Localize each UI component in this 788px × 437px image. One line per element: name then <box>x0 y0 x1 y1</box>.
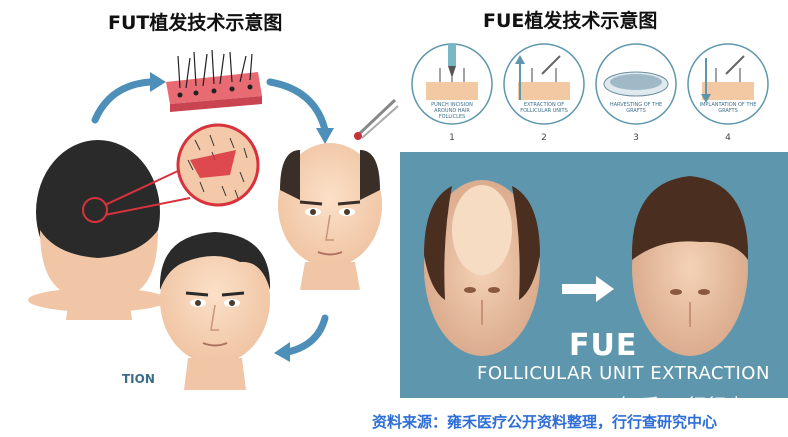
restored-head-front <box>159 232 271 390</box>
arrow-top-right <box>266 78 329 134</box>
fue-before-head <box>424 180 540 356</box>
fue-banner-subtitle: FOLLICULAR UNIT EXTRACTION <box>477 363 770 384</box>
scalp-strip <box>166 49 262 112</box>
fut-title: FUT植发技术示意图 <box>108 12 283 34</box>
step-4-caption: IMPLANTATION OF THE GRAFTS <box>699 102 757 114</box>
step-2-caption: EXTRACTION OF FOLLICULAR UNITS <box>520 102 568 114</box>
watermark: 知乎 @行行查 <box>620 394 747 418</box>
step-skin-blocks <box>426 82 754 100</box>
cycle-arrows <box>91 78 329 356</box>
step-3-caption: HARVESTING OF THE GRAFTS <box>609 102 663 114</box>
source-note: 资料来源：雍禾医疗公开资料整理，行行查研究中心 <box>372 413 718 431</box>
step-1-number: 1 <box>449 133 455 143</box>
graft-dish-icon <box>603 71 669 97</box>
tweezers-icon <box>354 98 399 140</box>
back-of-head <box>28 140 168 320</box>
punch-tool-icon <box>448 44 456 78</box>
fue-banner-title: FUE <box>569 328 638 363</box>
fue-after-head <box>631 176 749 356</box>
step-2-number: 2 <box>541 133 547 143</box>
arrowhead-2 <box>316 128 334 144</box>
step-3-number: 3 <box>633 133 639 143</box>
extraction-arrow-icon <box>515 55 561 100</box>
arrow-bottom-right <box>284 314 329 356</box>
fut-partial-label: TION <box>122 372 155 386</box>
arrow-top-left <box>91 78 154 124</box>
implant-arrow-icon <box>701 55 745 103</box>
before-after-arrow-icon <box>562 276 614 302</box>
step-4-number: 4 <box>725 133 731 143</box>
balding-head-front <box>278 143 382 290</box>
step-1-caption: PUNCH INCISION AROUND HAIR FOLLICLES <box>431 102 473 120</box>
fue-title: FUE植发技术示意图 <box>483 10 658 32</box>
arrowhead-3 <box>274 342 290 362</box>
arrowhead-1 <box>150 72 166 92</box>
zoom-circle <box>104 123 260 216</box>
